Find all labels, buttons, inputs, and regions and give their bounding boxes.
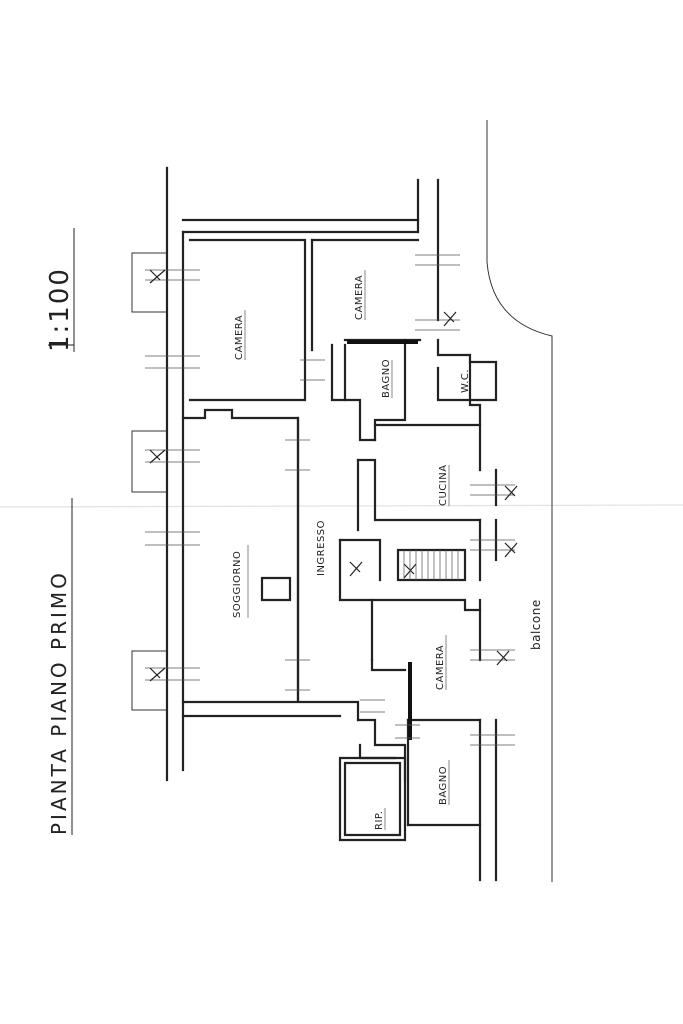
room-label-balcone: balcone	[529, 599, 543, 650]
plan-scale: 1:100	[45, 267, 75, 352]
room-label-bagno-lower: BAGNO	[438, 766, 449, 805]
room-label-camera-upper-left: CAMERA	[234, 315, 245, 360]
label-underlines	[244, 270, 450, 830]
plan-title: PIANTA PIANO PRIMO	[47, 570, 71, 835]
paper-fold-line	[0, 504, 683, 508]
room-labels: CAMERA CAMERA BAGNO W.C. SOGGIORNO INGRE…	[232, 275, 543, 830]
window-markers	[145, 254, 515, 746]
room-label-ingresso: INGRESSO	[316, 520, 327, 576]
plan-title-group: PIANTA PIANO PRIMO	[47, 498, 73, 835]
room-label-rip: RIP.	[374, 810, 385, 830]
room-label-camera-upper-right: CAMERA	[354, 275, 365, 320]
scale-group: 1:100	[45, 228, 75, 352]
stair-treads	[403, 550, 459, 580]
room-label-bagno-upper: BAGNO	[381, 359, 392, 398]
door-symbols	[149, 269, 518, 682]
room-label-cucina: CUCINA	[438, 464, 449, 506]
room-label-camera-lower: CAMERA	[435, 645, 446, 690]
left-balconies	[131, 252, 167, 711]
street-boundary-line	[486, 120, 553, 882]
room-label-soggiorno: SOGGIORNO	[232, 551, 243, 618]
interior-walls	[181, 238, 498, 842]
room-label-wc: W.C.	[460, 369, 471, 393]
